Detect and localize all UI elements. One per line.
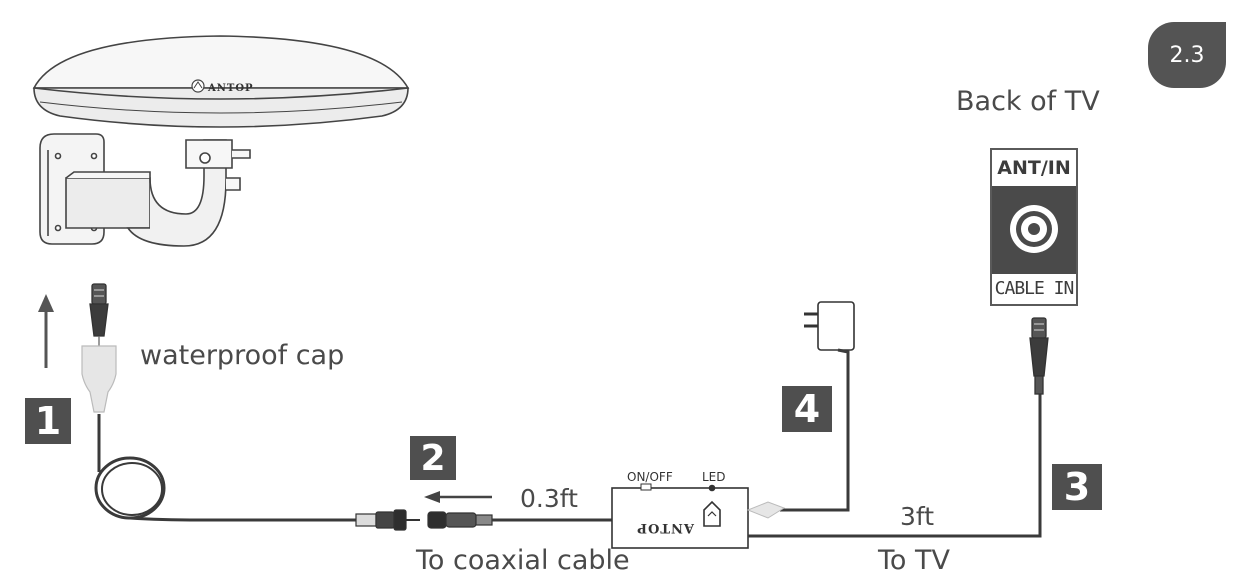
to-coaxial-label: To coaxial cable (416, 545, 630, 576)
left-arrow-icon (424, 491, 492, 503)
coax-connector-pair (355, 509, 493, 531)
waterproof-cap-label: waterproof cap (140, 340, 345, 371)
up-arrow-icon (38, 294, 54, 368)
amplifier-brand: ANTOP (636, 520, 695, 535)
tv-title: Back of TV (956, 86, 1100, 117)
long-cable-length: 3ft (900, 502, 935, 531)
led-label: LED (702, 470, 726, 484)
antenna-dome (32, 35, 410, 128)
ant-in-label: ANT/IN (997, 157, 1071, 179)
step-2-badge: 2 (410, 436, 456, 480)
antenna-mount (39, 133, 251, 247)
antenna-cable (94, 414, 360, 522)
coax-port-icon (1010, 205, 1058, 253)
step-3-badge: 3 (1052, 464, 1102, 510)
waterproof-cap (81, 345, 117, 413)
tv-connector (1029, 317, 1049, 395)
step-4-badge: 4 (782, 386, 832, 432)
antenna-connector (89, 283, 109, 346)
cable-in-label: CABLE IN (994, 277, 1075, 299)
on-off-label: ON/OFF (627, 470, 673, 484)
power-cable (780, 348, 850, 512)
power-adapter (804, 301, 855, 351)
power-plug-tip (746, 501, 786, 519)
step-1-badge: 1 (25, 398, 71, 444)
tv-cable (748, 394, 1042, 538)
tv-port-panel: ANT/IN CABLE IN (990, 148, 1078, 306)
to-tv-label: To TV (878, 545, 950, 576)
antenna-brand: ANTOP (207, 83, 254, 94)
amplifier-box (611, 483, 749, 549)
page-number-badge: 2.3 (1148, 22, 1226, 88)
short-cable-length: 0.3ft (520, 484, 578, 513)
tv-coax-port (992, 186, 1076, 274)
